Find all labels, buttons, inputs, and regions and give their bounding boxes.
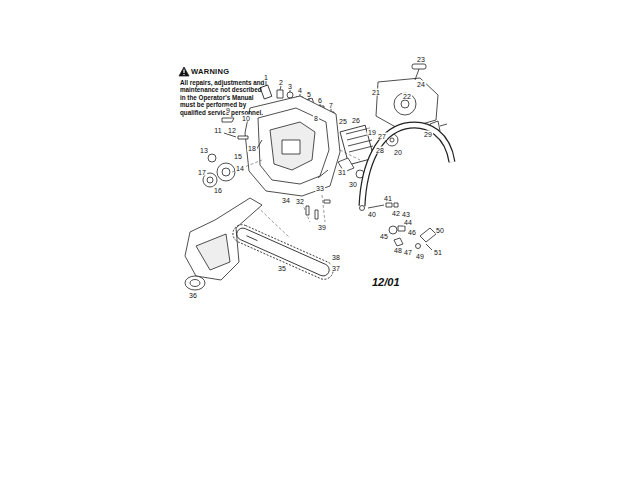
callout-number: 23: [416, 56, 426, 63]
callout-number: 39: [317, 224, 327, 231]
warning-heading: WARNING: [191, 68, 229, 76]
callout-number: 33: [315, 185, 325, 192]
callout-number: 11: [213, 127, 222, 134]
callout-number: 22: [402, 93, 412, 100]
trigger-part: [260, 85, 272, 99]
callout-number: 1: [263, 74, 269, 81]
callout-number: 41: [383, 195, 393, 202]
bar-knob: [185, 276, 205, 290]
warning-text: All repairs, adjustments and maintenance…: [180, 79, 266, 116]
callout-number: 6: [317, 97, 323, 104]
callout-number: 46: [407, 229, 417, 236]
callout-number: 42: [391, 210, 401, 217]
callout-number: 19: [367, 129, 377, 136]
callout-number: 20: [393, 149, 403, 156]
callout-number: 40: [367, 211, 377, 218]
warning-icon: [179, 67, 189, 76]
callout-number: 27: [377, 133, 387, 140]
callout-number: 24: [416, 81, 426, 88]
callout-number: 50: [435, 227, 445, 234]
detail-part: [389, 226, 397, 234]
callout-number: 18: [247, 145, 257, 152]
callout-number: 2: [278, 79, 284, 86]
callout-number: 30: [348, 181, 358, 188]
saw-chain: [230, 222, 336, 282]
callout-number: 36: [188, 292, 198, 299]
callout-number: 26: [351, 117, 361, 124]
callout-number: 28: [375, 147, 385, 154]
callout-number: 3: [287, 83, 293, 90]
callout-number: 49: [415, 253, 425, 260]
callout-number: 8: [313, 115, 319, 122]
callout-number: 9: [225, 107, 231, 114]
guide-bar: [235, 226, 331, 278]
date-code: 12/01: [372, 277, 400, 288]
callout-number: 14: [235, 165, 245, 172]
callout-number: 34: [281, 197, 291, 204]
callout-number: 51: [433, 249, 443, 256]
callout-number: 43: [401, 211, 411, 218]
callout-number: 38: [331, 254, 341, 261]
callout-number: 5: [306, 91, 312, 98]
front-handle: [362, 125, 452, 206]
callout-number: 15: [233, 153, 243, 160]
starter-handle: [412, 64, 426, 69]
callout-number: 35: [277, 265, 287, 272]
callout-number: 37: [331, 265, 341, 272]
callout-number: 44: [403, 219, 413, 226]
callout-number: 47: [403, 249, 413, 256]
callout-number: 32: [295, 198, 305, 205]
callout-number: 10: [241, 115, 251, 122]
callout-number: 31: [337, 169, 347, 176]
callout-number: 21: [371, 89, 381, 96]
callout-number: 17: [197, 169, 207, 176]
callout-number: 25: [338, 118, 348, 125]
callout-number: 48: [393, 247, 403, 254]
callout-number: 12: [227, 127, 237, 134]
callout-number: 16: [213, 187, 223, 194]
callout-number: 7: [328, 102, 334, 109]
callout-number: 29: [423, 131, 433, 138]
callout-number: 45: [379, 233, 389, 240]
callout-number: 4: [297, 87, 303, 94]
callout-number: 13: [199, 147, 209, 154]
